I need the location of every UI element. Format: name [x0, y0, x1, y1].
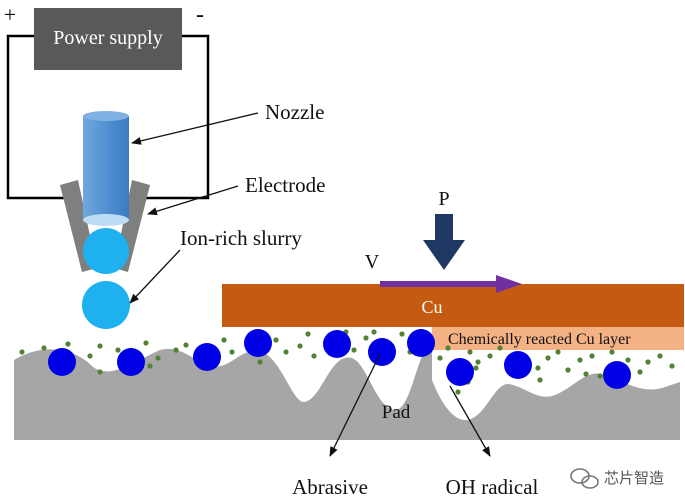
- oh-radical-dot: [455, 389, 461, 395]
- oh-radical-dot: [173, 347, 179, 353]
- oh-radical-dot: [537, 377, 543, 383]
- oh-radical-dot: [657, 353, 663, 359]
- oh-radical-dot: [143, 340, 149, 346]
- oh-radical-dot: [475, 359, 481, 365]
- oh-radical-dot: [283, 349, 289, 355]
- abrasive-particle: [368, 338, 396, 366]
- circuit-wire: [6, 34, 210, 200]
- power-supply-label: Power supply: [53, 27, 162, 49]
- oh-radical-dot: [535, 365, 541, 371]
- nozzle-leader-arrow: [131, 112, 259, 145]
- slurry-droplet: [82, 281, 130, 329]
- abrasive-particle: [603, 361, 631, 389]
- oh-radical-dot: [565, 367, 571, 373]
- oh-radical-dot: [445, 345, 451, 351]
- oh-radical-dot: [183, 342, 189, 348]
- nozzle: [83, 111, 129, 226]
- power-supply: Power supply: [34, 8, 182, 70]
- oh-radical-dot: [273, 337, 279, 343]
- velocity-label: V: [365, 251, 380, 273]
- nozzle-label: Nozzle: [265, 100, 324, 124]
- oh-radical-dot: [371, 329, 377, 335]
- oh-radical-dot: [97, 343, 103, 349]
- minus-terminal-label: -: [196, 2, 204, 28]
- watermark: 芯片智造: [570, 468, 664, 489]
- oh-radical-label: OH radical: [446, 475, 539, 499]
- oh-radical-dot: [577, 357, 583, 363]
- chemically-reacted-layer: [432, 327, 684, 350]
- slurry-label: Ion-rich slurry: [180, 226, 302, 250]
- abrasive-particle: [48, 348, 76, 376]
- oh-radical-dot: [351, 347, 357, 353]
- oh-radical-dot: [87, 353, 93, 359]
- oh-radical-dot: [625, 357, 631, 363]
- oh-radical-dot: [115, 347, 121, 353]
- oh-radical-dot: [645, 359, 651, 365]
- oh-radical-dot: [311, 353, 317, 359]
- oh-radical-dot: [97, 369, 103, 375]
- plus-terminal-label: +: [4, 2, 16, 27]
- copper-plate: [222, 284, 684, 327]
- pad-label: Pad: [382, 402, 411, 423]
- oh-radical-dot: [305, 331, 311, 337]
- copper-label: Cu: [421, 297, 442, 317]
- slurry-leader-arrow: [129, 249, 181, 304]
- pressure-arrow-icon: [423, 214, 465, 270]
- abrasive-label: Abrasive: [292, 475, 368, 499]
- oh-radical-dot: [597, 373, 603, 379]
- oh-radical-dot: [41, 345, 47, 351]
- oh-radical-dot: [147, 363, 153, 369]
- oh-radical-dot: [497, 345, 503, 351]
- abrasive-particle: [323, 330, 351, 358]
- abrasive-particles: [48, 329, 631, 389]
- abrasive-leader-arrow: [329, 353, 381, 457]
- electrode-label: Electrode: [245, 173, 325, 197]
- oh-radical-dots: [19, 329, 675, 395]
- abrasive-particle: [244, 329, 272, 357]
- oh-radical-leader-arrow: [449, 385, 491, 457]
- oh-radical-dot: [155, 355, 161, 361]
- abrasive-particle: [407, 329, 435, 357]
- oh-radical-dot: [297, 343, 303, 349]
- abrasive-particle: [446, 358, 474, 386]
- power-supply-box: [34, 8, 182, 70]
- electrode-leader-arrow: [147, 185, 239, 216]
- oh-radical-dot: [467, 349, 473, 355]
- abrasive-particle: [117, 348, 145, 376]
- wechat-icon: [570, 468, 599, 489]
- oh-radical-dot: [473, 365, 479, 371]
- pressure-label: P: [438, 188, 449, 210]
- oh-radical-dot: [221, 337, 227, 343]
- oh-radical-dot: [669, 363, 675, 369]
- watermark-text: 芯片智造: [604, 469, 664, 487]
- oh-radical-dot: [545, 355, 551, 361]
- oh-radical-dot: [257, 359, 263, 365]
- polishing-pad: [14, 344, 680, 440]
- oh-radical-dot: [589, 353, 595, 359]
- oh-radical-dot: [229, 349, 235, 355]
- oh-radical-dot: [487, 353, 493, 359]
- oh-radical-dot: [399, 331, 405, 337]
- oh-radical-dot: [19, 349, 25, 355]
- oh-radical-dot: [609, 349, 615, 355]
- oh-radical-dot: [437, 355, 443, 361]
- reacted-layer-label: Chemically reacted Cu layer: [448, 331, 631, 348]
- oh-radical-dot: [65, 341, 71, 347]
- oh-radical-dot: [363, 335, 369, 341]
- velocity-arrow-icon: [380, 275, 522, 293]
- oh-radical-dot: [637, 369, 643, 375]
- abrasive-particle: [504, 351, 532, 379]
- oh-radical-dot: [583, 371, 589, 377]
- abrasive-particle: [193, 343, 221, 371]
- slurry-droplet: [83, 228, 129, 274]
- oh-radical-dot: [555, 349, 561, 355]
